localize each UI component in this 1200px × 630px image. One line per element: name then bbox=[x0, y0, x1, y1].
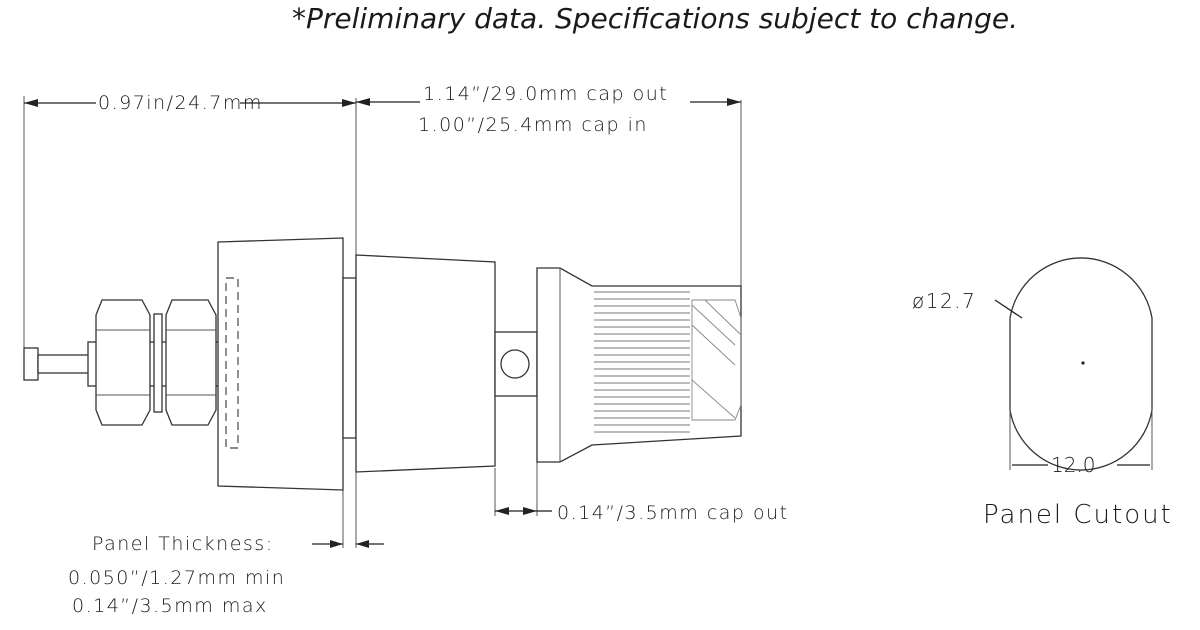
dim-front-cap-in: 1.00”/25.4mm cap in bbox=[418, 114, 648, 136]
front-housing bbox=[355, 254, 538, 473]
dim-cap-travel: 0.14”/3.5mm cap out bbox=[557, 502, 789, 524]
panel-thickness-label: Panel Thickness: bbox=[92, 533, 274, 555]
panel-thickness-max: 0.14”/3.5mm max bbox=[72, 595, 268, 617]
cutout-flat-width-label: 12.0 bbox=[1051, 453, 1096, 477]
preliminary-note: *Preliminary data. Specifications subjec… bbox=[292, 2, 1019, 35]
dim-overall-rear: 0.97in/24.7mm bbox=[98, 92, 263, 114]
rear-terminal bbox=[23, 299, 239, 426]
knurl-pattern bbox=[594, 291, 690, 433]
rear-housing bbox=[217, 237, 357, 491]
dim-front-cap-out: 1.14”/29.0mm cap out bbox=[423, 83, 669, 105]
cutout-title: Panel Cutout bbox=[983, 500, 1173, 530]
panel-cutout-shape bbox=[994, 257, 1153, 471]
panel-thickness-min: 0.050”/1.27mm min bbox=[68, 567, 286, 589]
cutout-diameter-label: ø12.7 bbox=[912, 289, 977, 313]
knurled-cap bbox=[536, 267, 742, 463]
